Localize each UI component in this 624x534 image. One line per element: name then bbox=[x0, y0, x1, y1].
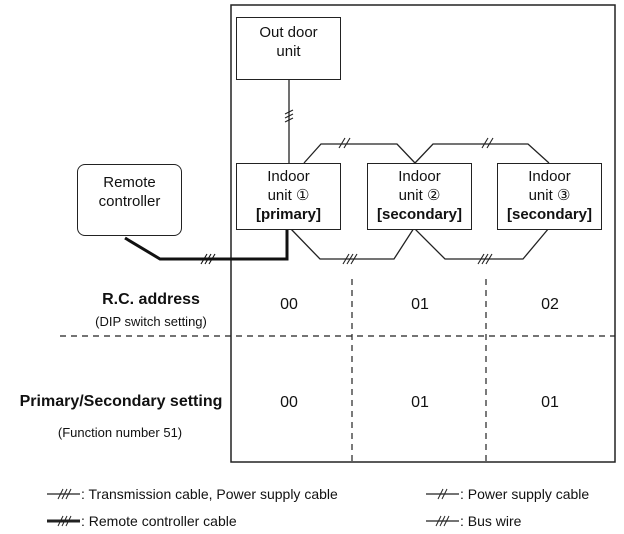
table-dashed-lines bbox=[60, 279, 615, 462]
power-cable-ticks bbox=[338, 137, 494, 149]
bus-wire bbox=[289, 226, 550, 260]
indoor-unit-1-box: Indoor unit ① [primary] bbox=[236, 163, 341, 230]
remote-controller-label-1: Remote bbox=[103, 174, 156, 191]
indoor-unit-2-box: Indoor unit ② [secondary] bbox=[367, 163, 472, 230]
indoor-unit-3-role: [secondary] bbox=[506, 206, 593, 223]
primary-secondary-value-3: 01 bbox=[541, 394, 559, 411]
indoor-unit-1-role: [primary] bbox=[255, 206, 322, 223]
legend-transmission-cable: : Transmission cable, Power supply cable bbox=[81, 486, 338, 502]
indoor-unit-3-label-2: unit ③ bbox=[528, 187, 571, 204]
indoor-unit-3-box: Indoor unit ③ [secondary] bbox=[497, 163, 602, 230]
indoor-unit-2-label-2: unit ② bbox=[398, 187, 441, 204]
bus-wire-ticks bbox=[342, 253, 493, 265]
outdoor-unit-label-1: Out door bbox=[259, 24, 318, 41]
remote-cable-ticks bbox=[200, 253, 216, 265]
remote-controller-label-2: controller bbox=[98, 193, 161, 210]
legend-remote-controller-cable: : Remote controller cable bbox=[81, 513, 237, 529]
power-supply-cable bbox=[303, 143, 550, 164]
primary-secondary-value-2: 01 bbox=[411, 394, 429, 411]
rc-address-value-2: 01 bbox=[411, 296, 429, 313]
outdoor-unit-box: Out door unit bbox=[236, 17, 341, 80]
primary-secondary-note: (Function number 51) bbox=[57, 425, 183, 440]
rc-address-value-1: 00 bbox=[280, 296, 298, 313]
remote-controller-cable bbox=[124, 230, 289, 261]
rc-address-note: (DIP switch setting) bbox=[95, 314, 207, 329]
indoor-unit-3-label-1: Indoor bbox=[528, 168, 571, 185]
legend-power-supply-cable: : Power supply cable bbox=[460, 486, 590, 502]
primary-secondary-label: Primary/Secondary setting bbox=[19, 393, 223, 410]
indoor-unit-1-label-2: unit ① bbox=[267, 187, 310, 204]
legend-symbols bbox=[47, 488, 459, 527]
indoor-unit-2-label-1: Indoor bbox=[398, 168, 441, 185]
indoor-unit-1-label-1: Indoor bbox=[267, 168, 310, 185]
remote-controller-box: Remote controller bbox=[77, 164, 182, 236]
rc-address-value-3: 02 bbox=[541, 296, 559, 313]
primary-secondary-value-1: 00 bbox=[280, 394, 298, 411]
rc-address-label: R.C. address bbox=[102, 291, 200, 308]
outdoor-cable-ticks bbox=[284, 109, 294, 123]
system-frame bbox=[230, 4, 616, 463]
legend-bus-wire: : Bus wire bbox=[460, 513, 522, 529]
outdoor-unit-label-2: unit bbox=[276, 43, 301, 60]
indoor-unit-2-role: [secondary] bbox=[376, 206, 463, 223]
